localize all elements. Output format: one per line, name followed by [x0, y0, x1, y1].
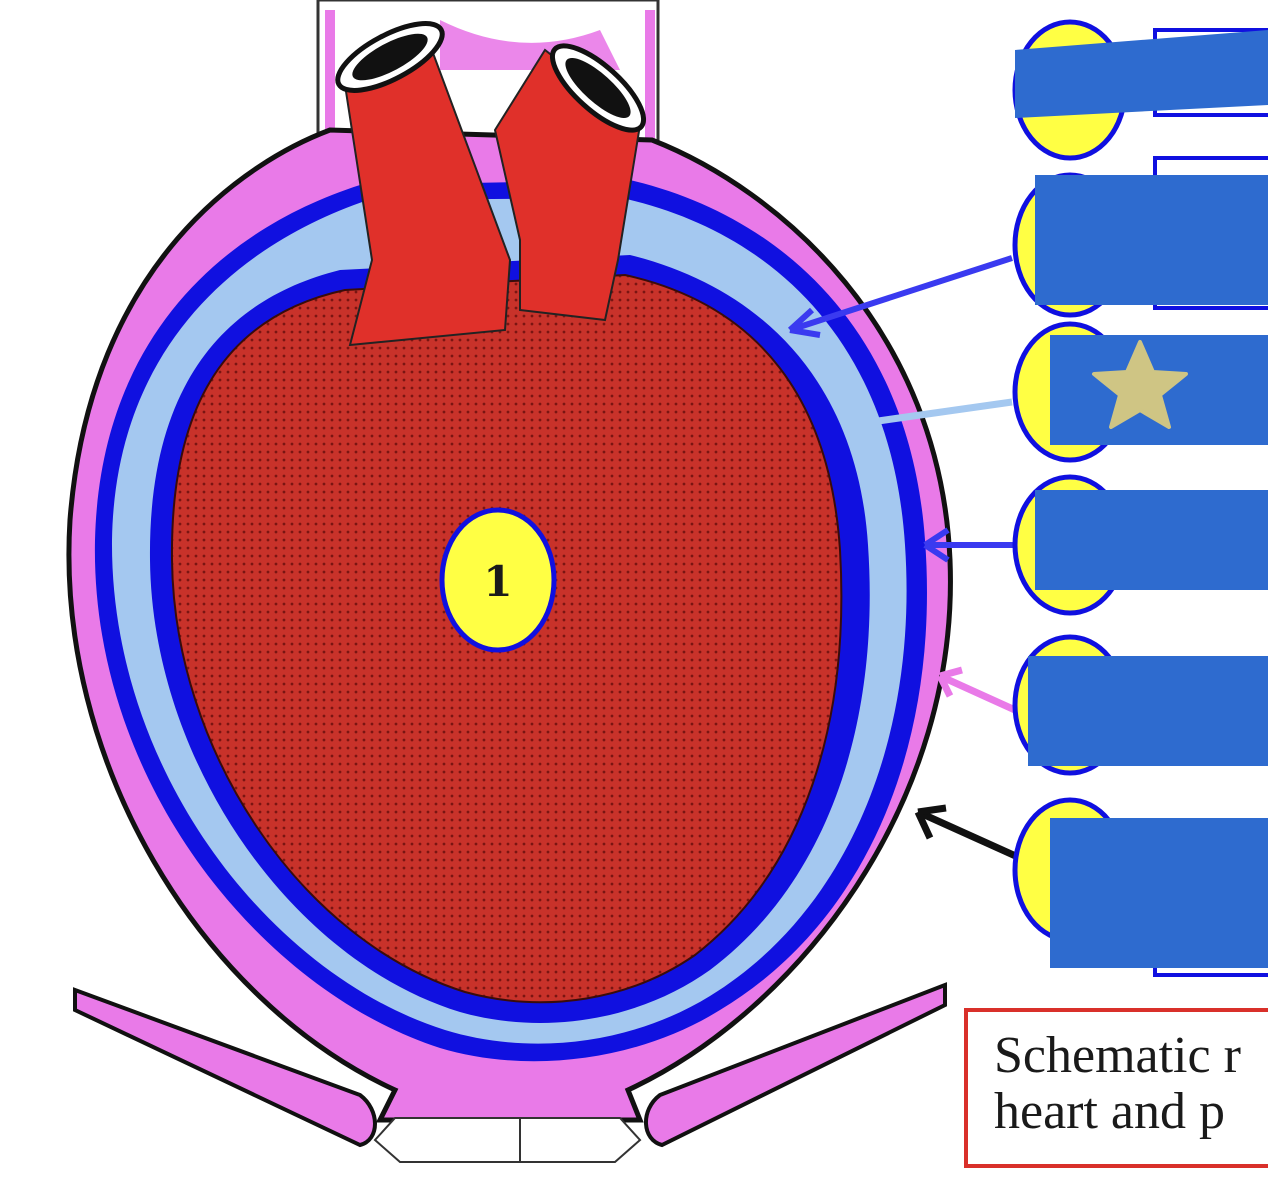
great-vessels: [335, 21, 647, 347]
label-slot-6[interactable]: [1012, 797, 1268, 977]
arrow-slot-2: [789, 255, 1013, 333]
label-slot-1[interactable]: [1012, 19, 1268, 161]
caption-line-2: heart and p: [994, 1083, 1226, 1140]
label-slot-4[interactable]: [1012, 474, 1268, 616]
label-slot-5[interactable]: [1012, 634, 1268, 776]
label-slot-3[interactable]: [1012, 321, 1268, 463]
arrow-slot-5: [938, 672, 1017, 714]
star-icon: [1092, 340, 1188, 429]
line-slot-3: [849, 398, 1013, 429]
label-slot-2[interactable]: [1012, 156, 1268, 318]
label-slots: [1012, 19, 1268, 977]
center-label-text: 1: [483, 557, 512, 606]
lower-pericardium-attachments: [73, 982, 947, 1163]
caption-box: Schematic r heart and p: [964, 1008, 1268, 1168]
arrow-slot-6: [916, 808, 1022, 862]
caption-line-1: Schematic r: [994, 1027, 1241, 1084]
center-label-marker: 1: [439, 507, 557, 653]
